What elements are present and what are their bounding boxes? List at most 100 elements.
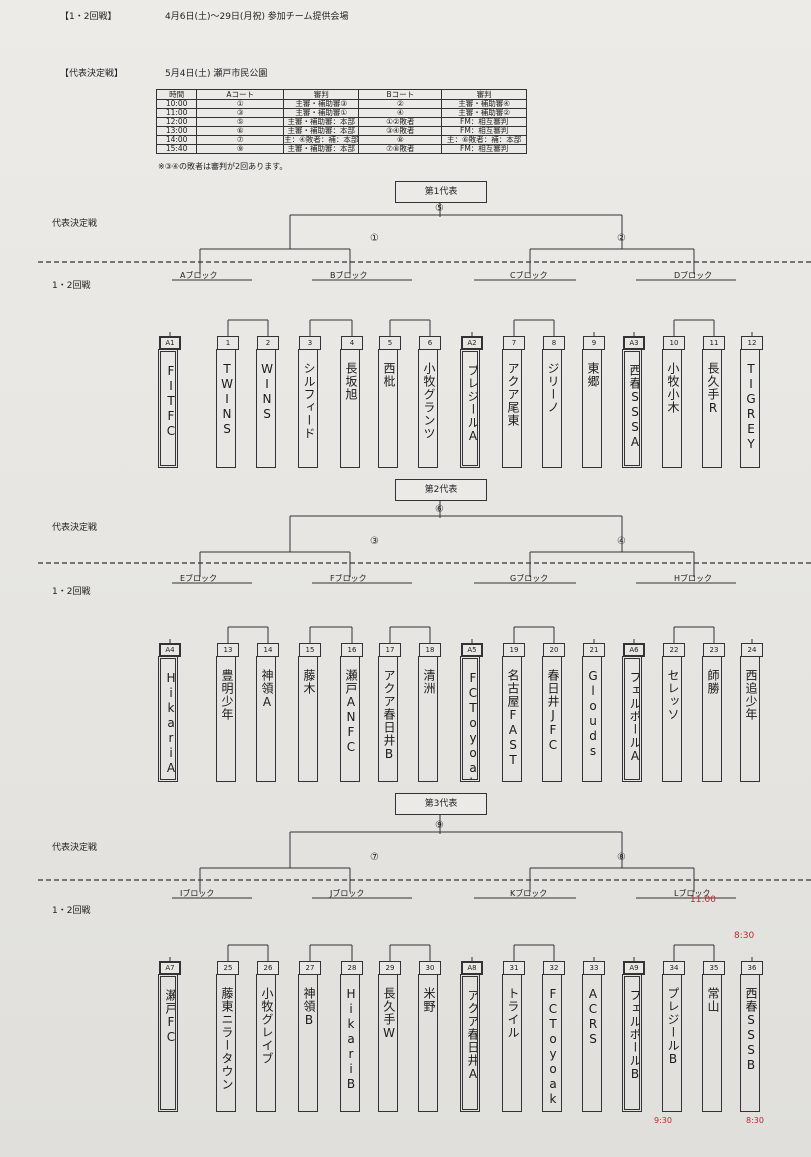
team-seed-label: 17 — [379, 643, 401, 657]
team-entry: 西追少年 — [740, 656, 760, 782]
team-name: 瀬戸ANFC — [344, 669, 358, 755]
team-entry: プレジールA — [460, 349, 480, 468]
team-seed-label: 22 — [663, 643, 685, 657]
block-label: Aブロック — [180, 271, 218, 280]
team-entry: 清洲 — [418, 656, 438, 782]
team-name: 小牧グレイブ — [260, 987, 274, 1065]
rounds-label: 1・2回戦 — [52, 906, 91, 916]
team-entry: HikariA — [158, 656, 178, 782]
team-name: FCToyoakeA — [466, 671, 480, 782]
block-label: Eブロック — [180, 574, 218, 583]
team-seed-label: 2 — [257, 336, 279, 350]
cell: ⑦⑧敗者 — [358, 144, 443, 154]
representative-box: 第1代表 — [395, 181, 487, 203]
team-entry: 豊明少年 — [216, 656, 236, 782]
team-name: 神領A — [260, 669, 274, 710]
team-seed-label: A2 — [461, 336, 483, 350]
team-name: プレジールA — [466, 364, 480, 444]
team-name: FCToyoakeB — [546, 987, 560, 1112]
block-label: Dブロック — [674, 271, 713, 280]
venue-text: 5月4日(土) 瀬戸市民公園 — [165, 69, 268, 79]
team-entry: 長久手W — [378, 974, 398, 1112]
team-name: 西追少年 — [744, 669, 758, 721]
team-name: 長久手W — [382, 987, 396, 1041]
team-entry: 瀬戸ANFC — [340, 656, 360, 782]
team-entry: 春日井JFC — [542, 656, 562, 782]
handwritten-time: 9:30 — [654, 1116, 672, 1125]
team-name: 東郷 — [586, 362, 600, 388]
team-name: 藤東ニラータウン — [220, 987, 234, 1091]
team-name: HikariB — [344, 987, 358, 1092]
rounds-label: 1・2回戦 — [52, 281, 91, 291]
team-seed-label: 19 — [503, 643, 525, 657]
team-entry: 小牧グランツ — [418, 349, 438, 468]
handwritten-time: 8:30 — [746, 1116, 764, 1125]
block-label: Fブロック — [330, 574, 367, 583]
team-name: 名古屋FAST — [506, 669, 520, 768]
team-seed-label: 24 — [741, 643, 763, 657]
team-name: 小牧小木 — [666, 362, 680, 414]
team-name: セレッソ — [666, 669, 680, 721]
team-seed-label: 4 — [341, 336, 363, 350]
team-seed-label: 10 — [663, 336, 685, 350]
schedule-note: ※③④の敗者は審判が2回あります。 — [158, 162, 288, 171]
rep-tag: 【代表決定戦】 — [60, 69, 124, 79]
block-label: Iブロック — [180, 889, 215, 898]
team-name: 米野 — [422, 987, 436, 1013]
team-name: フェルボールA — [628, 671, 642, 764]
team-name: 瀬戸FC — [164, 989, 178, 1045]
team-seed-label: 30 — [419, 961, 441, 975]
team-name: 西枇 — [382, 362, 396, 388]
team-seed-label: 25 — [217, 961, 239, 975]
team-name: フェルボールB — [628, 989, 642, 1082]
team-seed-label: 9 — [583, 336, 605, 350]
decision-round-label: 代表決定戦 — [52, 523, 98, 533]
team-name: ACRS — [586, 987, 600, 1047]
representative-box: 第2代表 — [395, 479, 487, 501]
team-seed-label: A8 — [461, 961, 483, 975]
team-entry: FCToyoakeB — [542, 974, 562, 1112]
team-seed-label: 13 — [217, 643, 239, 657]
round-tag: 【1・2回戦】 — [60, 12, 117, 22]
team-seed-label: 15 — [299, 643, 321, 657]
team-seed-label: 28 — [341, 961, 363, 975]
team-seed-label: A9 — [623, 961, 645, 975]
team-entry: 小牧グレイブ — [256, 974, 276, 1112]
team-seed-label: 31 — [503, 961, 525, 975]
team-entry: 名古屋FAST — [502, 656, 522, 782]
team-name: 西春SSSA — [628, 364, 642, 450]
team-name: 常山 — [706, 987, 720, 1013]
team-seed-label: 26 — [257, 961, 279, 975]
team-entry: プレジールB — [662, 974, 682, 1112]
team-name: HikariA — [164, 671, 178, 776]
team-name: トライル — [506, 987, 520, 1039]
team-seed-label: 3 — [299, 336, 321, 350]
representative-box: 第3代表 — [395, 793, 487, 815]
team-seed-label: A5 — [461, 643, 483, 657]
block-label: Hブロック — [674, 574, 713, 583]
team-entry: 瀬戸FC — [158, 974, 178, 1112]
team-entry: TIGREY — [740, 349, 760, 468]
block-label: Lブロック — [674, 889, 711, 898]
team-seed-label: 16 — [341, 643, 363, 657]
team-seed-label: 27 — [299, 961, 321, 975]
team-seed-label: 23 — [703, 643, 725, 657]
team-entry: 西春SSSA — [622, 349, 642, 468]
team-name: 長坂旭 — [344, 362, 358, 401]
team-seed-label: 33 — [583, 961, 605, 975]
handwritten-time: 11:00 — [690, 895, 716, 905]
team-entry: 藤木 — [298, 656, 318, 782]
handwritten-time: 8:30 — [734, 931, 755, 941]
team-seed-label: 11 — [703, 336, 725, 350]
cell: 15:40 — [155, 144, 198, 154]
team-entry: 長坂旭 — [340, 349, 360, 468]
team-entry: 常山 — [702, 974, 722, 1112]
team-entry: FITFC — [158, 349, 178, 468]
team-name: 清洲 — [422, 669, 436, 695]
team-entry: フェルボールB — [622, 974, 642, 1112]
team-name: 春日井JFC — [546, 669, 560, 753]
team-name: WINS — [260, 362, 274, 422]
